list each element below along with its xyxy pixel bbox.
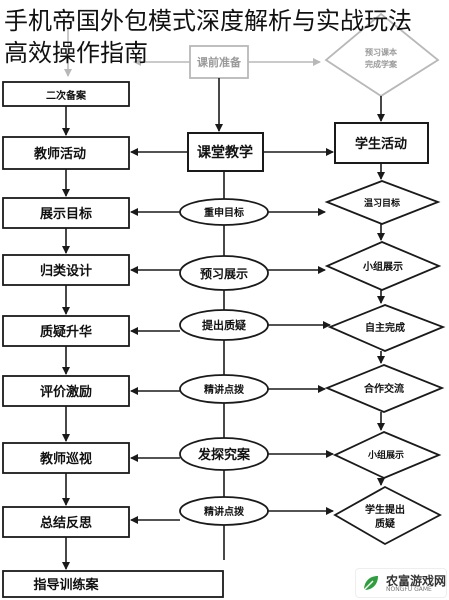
- label-restate-goals: 重申目标: [204, 206, 244, 219]
- label-issue-inquiry: 发探究案: [197, 447, 251, 463]
- label-cooperate: 合作交流: [363, 382, 404, 395]
- box-guide-training: [2, 570, 224, 598]
- label-student-question-2: 质疑: [375, 517, 396, 530]
- watermark-name: 农富游戏网: [386, 574, 447, 588]
- label-student-question-1: 学生提出: [365, 503, 405, 516]
- box-teacher-patrol: [2, 442, 130, 474]
- label-group-show-2: 小组展示: [367, 449, 404, 461]
- label-preview-textbook-2: 完成学案: [365, 59, 398, 69]
- label-teacher-patrol: 教师巡视: [39, 451, 92, 467]
- center-connectors: [130, 78, 334, 560]
- diamond-self-complete: [327, 304, 446, 352]
- watermark-sub: NONGFU GAME: [386, 586, 432, 593]
- box-pre-class-prep: [189, 45, 249, 79]
- left-labels: 二次备案 教师活动 展示目标 归类设计 质疑升华 评价激励 教师巡视 总结反思 …: [33, 89, 100, 593]
- label-show-goals: 展示目标: [40, 206, 92, 222]
- diamond-cooperate: [324, 364, 445, 413]
- label-preview-textbook-1: 预习课本: [365, 47, 397, 57]
- box-teacher-activity: [2, 136, 130, 170]
- ellipse-preview-show: [179, 255, 269, 291]
- box-summary-reflect: [2, 506, 130, 538]
- label-pre-class-prep: 课前准备: [197, 55, 242, 69]
- right-diamonds: [324, 180, 446, 546]
- label-student-activity: 学生活动: [355, 136, 407, 152]
- label-self-complete: 自主完成: [365, 321, 405, 334]
- label-summary-reflect: 总结反思: [40, 515, 92, 531]
- leaf-logo-icon: [363, 576, 378, 591]
- label-precise-guidance-2: 精讲点拨: [204, 505, 245, 518]
- label-question-elevate: 质疑升华: [40, 324, 92, 340]
- label-precise-guidance-1: 精讲点拨: [204, 383, 245, 396]
- label-second-filing: 二次备案: [46, 89, 87, 102]
- label-classroom-teaching: 课堂教学: [197, 144, 253, 161]
- label-group-show-1: 小组展示: [362, 260, 403, 273]
- overlay-title-line-2: 高效操作指南: [4, 39, 148, 67]
- overlay-title-line-1: 手机帝国外包模式深度解析与实战玩法: [4, 7, 412, 35]
- label-teacher-activity: 教师活动: [33, 146, 86, 162]
- diamond-student-question: [333, 485, 442, 546]
- label-evaluate-encourage: 评价激励: [40, 384, 92, 400]
- label-review-goals: 温习目标: [364, 197, 400, 209]
- diamond-review-goals: [324, 180, 441, 225]
- left-column: [2, 81, 224, 598]
- box-student-activity: [334, 122, 429, 164]
- diamond-group-show-1: [324, 241, 442, 291]
- center-labels: 课前准备 课堂教学 重申目标 预习展示 提出质疑 精讲点拨 发探究案 精讲点拨: [197, 55, 253, 518]
- label-preview-show: 预习展示: [200, 267, 248, 281]
- top-faded-connectors: [64, 28, 321, 77]
- ellipse-side-arrows: [130, 208, 334, 524]
- label-classify-design: 归类设计: [40, 263, 92, 279]
- right-labels: 预习课本 完成学案 学生活动 温习目标 小组展示 自主完成 合作交流 小组展示 …: [355, 47, 407, 530]
- label-raise-questions: 提出质疑: [202, 318, 246, 332]
- box-second-filing: [2, 81, 130, 107]
- watermark-logo: 农富游戏网 NONGFU GAME: [355, 568, 447, 598]
- box-show-goals: [2, 197, 130, 229]
- center-ellipses: [179, 198, 269, 526]
- label-guide-training: 指导训练案: [33, 577, 99, 593]
